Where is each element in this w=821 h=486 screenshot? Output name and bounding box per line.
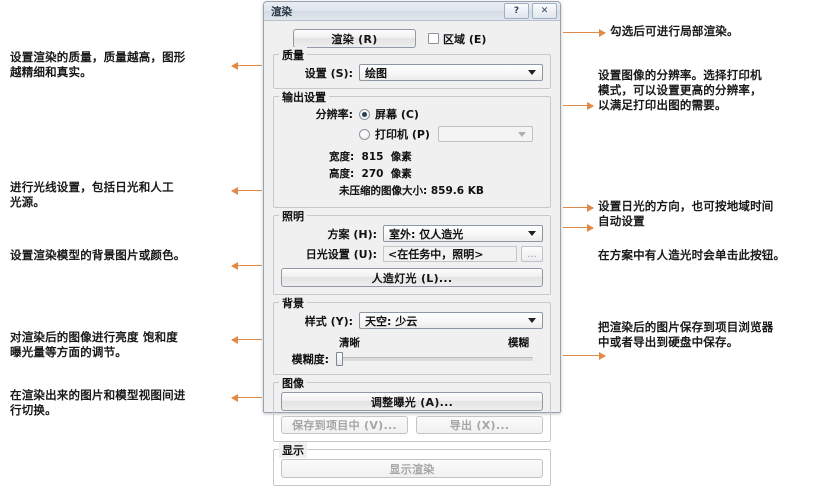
annotation-artificial-note: 在方案中有人造光时会单击此按钮。	[598, 248, 786, 262]
adjust-exposure-row: 调整曝光 (A)...	[281, 392, 543, 411]
quality-group-title: 质量	[279, 47, 307, 63]
dialog-title: 渲染	[271, 5, 292, 18]
chevron-down-icon	[528, 70, 536, 75]
radio-printer-label: 打印机 (P)	[375, 128, 430, 141]
radio-printer[interactable]	[359, 128, 370, 140]
annotation-save-note: 把渲染后的图片保存到项目浏览器 中或者导出到硬盘中保存。	[598, 320, 774, 349]
arrow-artificial-note	[563, 223, 594, 232]
arrow-region-note	[563, 28, 606, 37]
annotation-exposure-note: 对渲染后的图像进行亮度 饱和度 曝光量等方面的调节。	[10, 330, 179, 359]
quality-group: 质量 设置 (S): 绘图	[273, 47, 551, 89]
blur-slider-labels: 清晰 模糊	[339, 335, 529, 350]
region-checkbox[interactable]	[428, 33, 439, 44]
daylight-label: 日光设置 (U):	[305, 248, 377, 261]
blur-slider-thumb[interactable]	[336, 352, 343, 366]
render-row: 渲染 (R) 区域 (E)	[273, 29, 551, 48]
resolution-screen-row: 分辨率: 屏幕 (C)	[281, 106, 543, 122]
blur-max-label: 模糊	[508, 337, 529, 349]
printer-resolution-combo[interactable]	[437, 126, 533, 142]
output-width-line: 宽度: 815 像素	[329, 151, 412, 163]
render-button[interactable]: 渲染 (R)	[293, 29, 416, 48]
annotation-resolution-note: 设置图像的分辨率。选择打印机 模式，可以设置更高的分辨率， 以满足打印出图的需要…	[598, 68, 762, 112]
arrow-quality-note	[231, 61, 262, 70]
adjust-exposure-button[interactable]: 调整曝光 (A)...	[281, 392, 543, 411]
annotation-display-note: 在渲染出来的图片和模型视图间进 行切换。	[10, 388, 186, 417]
help-icon[interactable]: ?	[504, 3, 529, 19]
quality-setting-row: 设置 (S): 绘图	[281, 64, 543, 81]
lighting-scheme-row: 方案 (H): 室外: 仅人造光	[281, 225, 543, 242]
blur-label: 模糊度:	[291, 353, 329, 366]
chevron-down-icon	[528, 318, 536, 323]
arrow-lighting-note	[231, 186, 262, 195]
arrow-save-note	[563, 351, 606, 360]
artificial-lights-row: 人造灯光 (L)...	[281, 268, 543, 287]
arrow-display-note	[231, 393, 262, 402]
background-group-title: 背景	[279, 295, 307, 311]
annotation-background-note: 设置渲染模型的背景图片或颜色。	[10, 248, 186, 262]
lighting-scheme-combo[interactable]: 室外: 仅人造光	[383, 225, 543, 242]
background-style-combo[interactable]: 天空: 少云	[359, 312, 543, 329]
image-group: 图像 调整曝光 (A)... 保存到项目中 (V)... 导出 (X)...	[273, 375, 551, 442]
background-style-row: 样式 (Y): 天空: 少云	[281, 312, 543, 329]
radio-screen[interactable]	[359, 108, 370, 120]
lighting-group-title: 照明	[279, 208, 307, 224]
quality-setting-combo[interactable]: 绘图	[359, 64, 543, 81]
quality-setting-value: 绘图	[365, 66, 387, 80]
show-render-button[interactable]: 显示渲染	[281, 459, 543, 478]
lighting-scheme-label: 方案 (H):	[327, 227, 378, 241]
daylight-row: 日光设置 (U): <在任务中，照明> ...	[281, 246, 543, 262]
output-info-block: 宽度: 815 像素 高度: 270 像素 未压缩的图像大小: 859.6 KB	[281, 149, 543, 198]
chevron-down-icon	[517, 131, 526, 137]
output-size-line: 未压缩的图像大小: 859.6 KB	[339, 185, 484, 197]
output-group: 输出设置 分辨率: 屏幕 (C) 打印机 (P) 宽度: 815 像素 高度: …	[273, 89, 551, 208]
output-height-line: 高度: 270 像素	[329, 168, 412, 180]
output-group-title: 输出设置	[279, 89, 329, 105]
export-button[interactable]: 导出 (X)...	[416, 416, 543, 434]
image-save-export-row: 保存到项目中 (V)... 导出 (X)...	[281, 416, 543, 434]
dialog-body: 渲染 (R) 区域 (E) 质量 设置 (S): 绘图 输出设置 分辨率:	[264, 21, 560, 486]
background-style-label: 样式 (Y):	[304, 314, 353, 328]
region-checkbox-label: 区域 (E)	[443, 32, 487, 46]
display-group: 显示 显示渲染	[273, 442, 551, 486]
lighting-scheme-value: 室外: 仅人造光	[389, 227, 464, 241]
annotation-daylight-note: 设置日光的方向，也可按地域时间 自动设置	[598, 199, 774, 228]
arrow-exposure-note	[231, 335, 262, 344]
resolution-label: 分辨率:	[315, 108, 353, 121]
chevron-down-icon	[528, 231, 536, 236]
background-style-value: 天空: 少云	[365, 314, 418, 328]
display-group-title: 显示	[279, 442, 307, 458]
daylight-browse-button[interactable]: ...	[521, 246, 543, 262]
daylight-value-field[interactable]: <在任务中，照明>	[383, 246, 517, 262]
arrow-daylight-note	[563, 203, 594, 212]
blur-slider-row: 模糊度:	[281, 351, 543, 367]
blur-min-label: 清晰	[339, 337, 360, 349]
render-dialog: 渲染 ? ✕ 渲染 (R) 区域 (E) 质量 设置 (S): 绘图	[263, 1, 561, 486]
dialog-titlebar[interactable]: 渲染 ? ✕	[264, 2, 560, 21]
save-to-project-button[interactable]: 保存到项目中 (V)...	[281, 416, 408, 434]
show-render-row: 显示渲染	[281, 459, 543, 478]
annotation-region-note: 勾选后可进行局部渲染。	[610, 24, 739, 38]
annotation-quality-note: 设置渲染的质量，质量越高，图形 越精细和真实。	[10, 50, 186, 79]
artificial-lights-button[interactable]: 人造灯光 (L)...	[281, 268, 543, 287]
arrow-resolution-note	[563, 101, 594, 110]
image-group-title: 图像	[279, 375, 307, 391]
background-group: 背景 样式 (Y): 天空: 少云 清晰 模糊 模糊度:	[273, 295, 551, 375]
lighting-group: 照明 方案 (H): 室外: 仅人造光 日光设置 (U): <在任务中，照明> …	[273, 208, 551, 295]
arrow-background-note	[231, 261, 262, 270]
annotation-lighting-note: 进行光线设置，包括日光和人工 光源。	[10, 180, 174, 209]
resolution-printer-row: 打印机 (P)	[281, 126, 543, 142]
blur-slider-track[interactable]	[336, 352, 533, 366]
quality-setting-label: 设置 (S):	[304, 66, 353, 80]
region-checkbox-group[interactable]: 区域 (E)	[428, 31, 486, 47]
close-icon[interactable]: ✕	[532, 3, 557, 19]
radio-screen-label: 屏幕 (C)	[375, 108, 419, 121]
